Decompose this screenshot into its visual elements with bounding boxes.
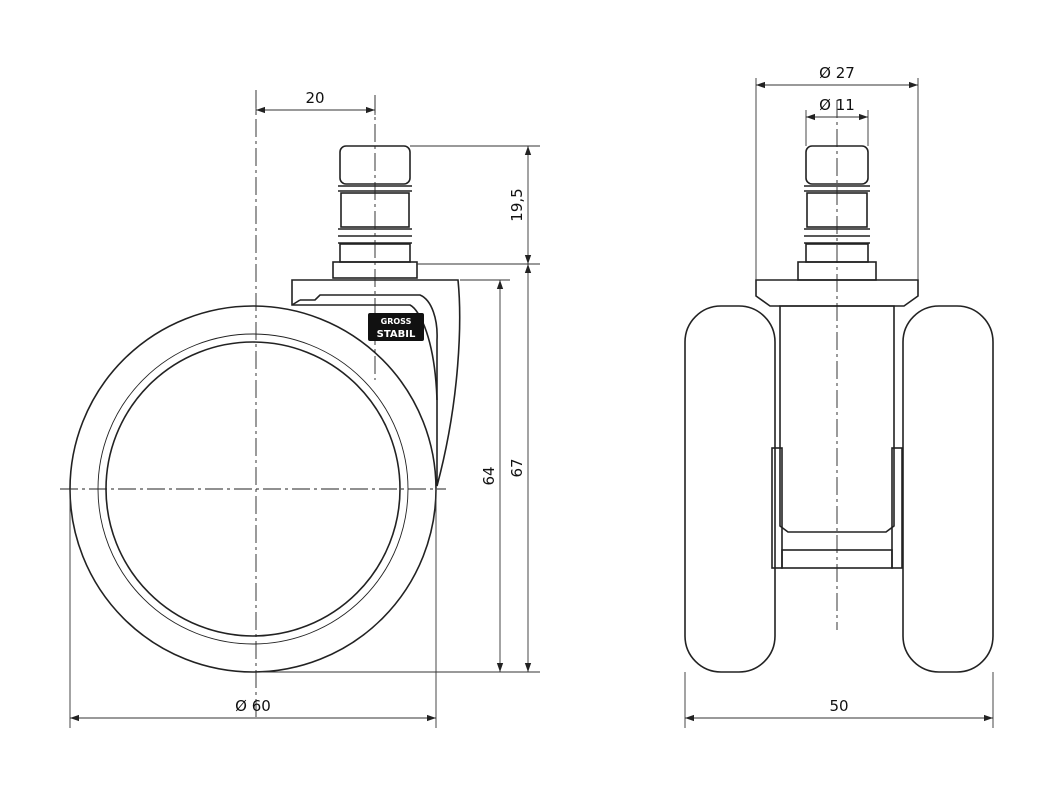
svg-text:64: 64 [480,466,498,485]
side-view [60,90,461,720]
svg-text:20: 20 [305,89,324,107]
dimensions: 20 19,5 64 67 Ø 60 [69,64,994,728]
dim-wheel-diameter: Ø 60 [69,489,437,728]
dim-stem-height: 19,5 [410,145,540,265]
dim-height-67: 67 [508,264,540,673]
dim-stem-diameter: Ø 11 [805,96,869,146]
dim-total-width: 50 [684,672,994,728]
svg-text:STABIL: STABIL [377,329,416,340]
wheel-left-front [684,305,776,673]
svg-text:GROSS: GROSS [381,317,412,326]
svg-text:Ø 27: Ø 27 [819,64,855,82]
wheel-right-front [902,305,994,673]
gross-stabil-logo: GROSS STABIL [368,313,424,341]
svg-text:Ø 60: Ø 60 [235,697,271,715]
svg-text:67: 67 [508,458,526,477]
svg-text:19,5: 19,5 [508,188,526,221]
dim-height-64: 64 [260,279,510,673]
bracket-side [291,279,461,487]
svg-text:50: 50 [829,697,848,715]
dim-bracket-diameter: Ø 27 [755,64,919,280]
dim-stem-offset: 20 [255,89,376,115]
front-view [684,100,994,673]
svg-text:Ø 11: Ø 11 [819,96,855,114]
